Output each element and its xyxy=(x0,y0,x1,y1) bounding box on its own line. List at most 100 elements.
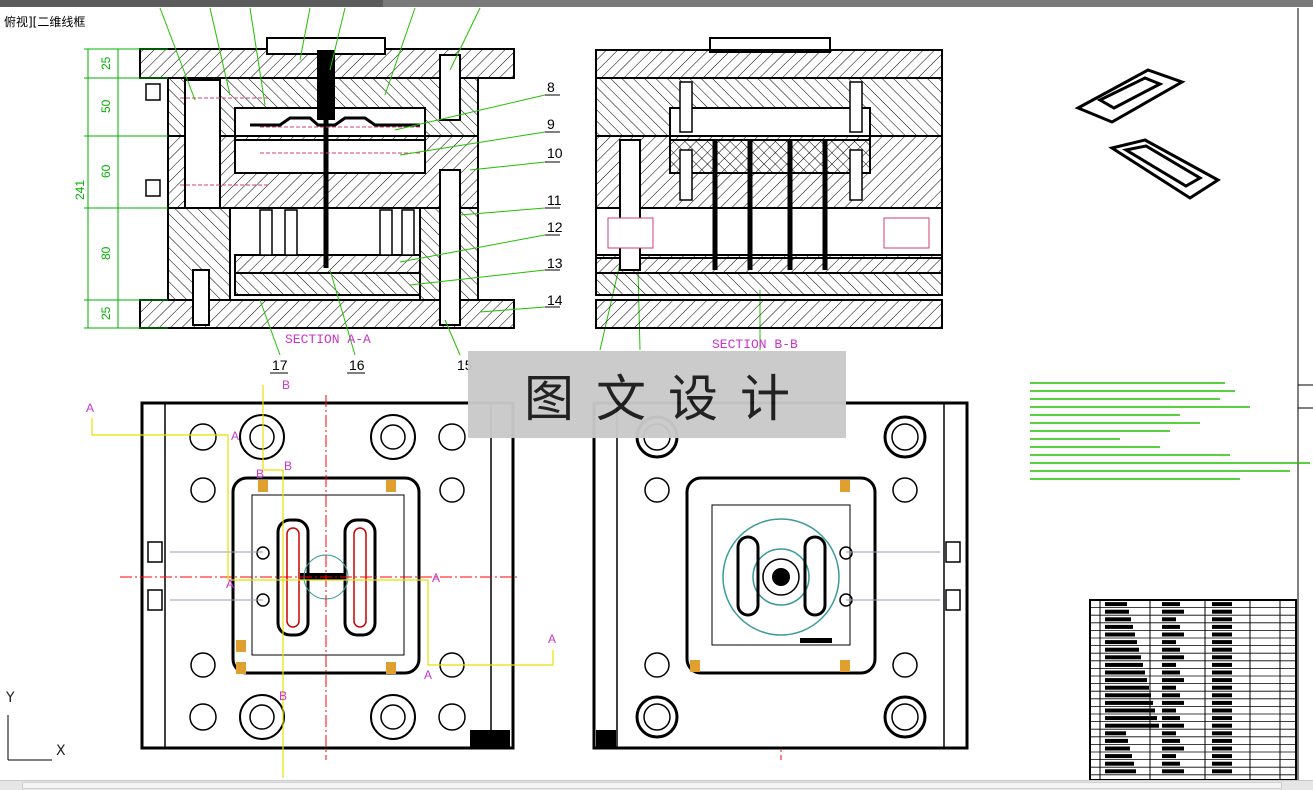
scrollbar-thumb[interactable] xyxy=(22,782,1282,789)
table-cell-text xyxy=(1212,678,1232,683)
callout-17: 17 xyxy=(272,357,288,373)
table-cell-text xyxy=(1105,746,1130,751)
callout-11: 11 xyxy=(547,192,562,208)
table-cell-text xyxy=(1105,769,1136,774)
table-cell-text xyxy=(1162,624,1180,629)
table-cell-text xyxy=(1162,685,1176,690)
table-cell-text xyxy=(1212,731,1232,736)
table-cell-text xyxy=(1105,731,1126,736)
table-cell-text xyxy=(1162,640,1176,645)
cut-label-b4: B xyxy=(279,689,287,703)
table-cell-text xyxy=(1212,769,1232,774)
cut-label-a6: A xyxy=(548,632,556,646)
table-cell-text xyxy=(1212,670,1232,675)
section-aa-title: SECTION A-A xyxy=(285,332,371,347)
table-cell-text xyxy=(1162,662,1176,667)
table-cell-text xyxy=(1162,647,1180,652)
dim-60: 60 xyxy=(99,164,113,178)
table-cell-text xyxy=(1162,746,1184,751)
table-cell-text xyxy=(1212,723,1232,728)
section-cut-lines xyxy=(91,385,554,778)
table-cell-text xyxy=(1162,708,1176,713)
table-cell-text xyxy=(1212,609,1232,614)
table-cell-text xyxy=(1162,670,1180,675)
cut-label-a4: A xyxy=(432,571,440,585)
table-cell-text xyxy=(1212,655,1232,660)
watermark-text: 图文设计 xyxy=(524,369,812,428)
table-cell-text xyxy=(1212,662,1232,667)
table-cell-text xyxy=(1212,640,1232,645)
table-cell-text xyxy=(1105,685,1149,690)
table-cell-text xyxy=(1212,685,1232,690)
ucs-icon xyxy=(7,715,52,761)
callout-13: 13 xyxy=(547,255,563,271)
table-cell-text xyxy=(1105,655,1141,660)
table-cell-text xyxy=(1212,716,1232,721)
table-cell-text xyxy=(1212,602,1232,607)
cut-label-a3: A xyxy=(226,577,234,591)
table-cell-text xyxy=(1212,754,1232,759)
callout-12: 12 xyxy=(547,219,563,235)
table-cell-text xyxy=(1105,693,1151,698)
viewport-label[interactable]: 俯视][二维线框 xyxy=(4,15,86,29)
watermark-banner: 图文设计 xyxy=(468,351,846,438)
table-cell-text xyxy=(1105,738,1128,743)
table-cell-text xyxy=(1162,731,1176,736)
table-cell-text xyxy=(1162,602,1180,607)
cut-label-a1: A xyxy=(86,401,94,415)
table-cell-text xyxy=(1162,716,1180,721)
horizontal-scroll-thumb[interactable] xyxy=(383,0,1313,7)
table-cell-text xyxy=(1162,617,1176,622)
section-aa-dimensions xyxy=(84,48,168,329)
cut-label-b3: B xyxy=(256,467,264,481)
table-cell-text xyxy=(1212,617,1232,622)
callout-8: 8 xyxy=(547,79,555,95)
table-cell-text xyxy=(1162,655,1184,660)
table-cell-text xyxy=(1105,670,1145,675)
callout-16: 16 xyxy=(349,357,365,373)
table-cell-text xyxy=(1162,700,1184,705)
cut-label-b1: B xyxy=(282,378,290,392)
ucs-x-label: X xyxy=(56,743,66,759)
section-aa-view xyxy=(139,37,515,329)
table-cell-text xyxy=(1105,761,1134,766)
table-cell-text xyxy=(1105,662,1143,667)
table-cell-text xyxy=(1105,678,1147,683)
section-bb-view xyxy=(595,37,943,329)
table-cell-text xyxy=(1105,716,1157,721)
window-title-bar xyxy=(0,0,1313,7)
table-cell-text xyxy=(1105,617,1131,622)
dim-25-top: 25 xyxy=(99,56,113,70)
cut-label-a2: A xyxy=(231,429,239,443)
table-cell-text xyxy=(1212,700,1232,705)
table-cell-text xyxy=(1212,746,1232,751)
table-cell-text xyxy=(1212,693,1232,698)
table-cell-text xyxy=(1162,761,1180,766)
table-cell-text xyxy=(1212,738,1232,743)
callout-14: 14 xyxy=(547,292,563,308)
table-cell-text xyxy=(1105,602,1127,607)
isometric-part-preview xyxy=(1074,68,1221,200)
table-cell-text xyxy=(1105,640,1137,645)
dim-241-total: 241 xyxy=(73,180,87,200)
table-cell-text xyxy=(1105,609,1129,614)
table-cell-text xyxy=(1162,678,1184,683)
section-bb-title: SECTION B-B xyxy=(712,337,798,352)
plan-view-moving-half xyxy=(140,401,515,750)
callout-9: 9 xyxy=(547,116,555,132)
table-cell-text xyxy=(1162,738,1180,743)
table-cell-text xyxy=(1212,708,1232,713)
table-cell-text xyxy=(1162,769,1184,774)
table-cell-text xyxy=(1105,624,1133,629)
table-cell-text xyxy=(1105,708,1155,713)
table-cell-text xyxy=(1105,723,1159,728)
table-cell-text xyxy=(1212,647,1232,652)
ucs-y-label: Y xyxy=(6,690,15,706)
table-cell-text xyxy=(1105,647,1139,652)
table-cell-text xyxy=(1105,700,1153,705)
table-cell-text xyxy=(1162,632,1184,637)
callout-10: 10 xyxy=(547,145,563,161)
cut-label-b2: B xyxy=(284,459,292,473)
dim-80: 80 xyxy=(99,246,113,260)
